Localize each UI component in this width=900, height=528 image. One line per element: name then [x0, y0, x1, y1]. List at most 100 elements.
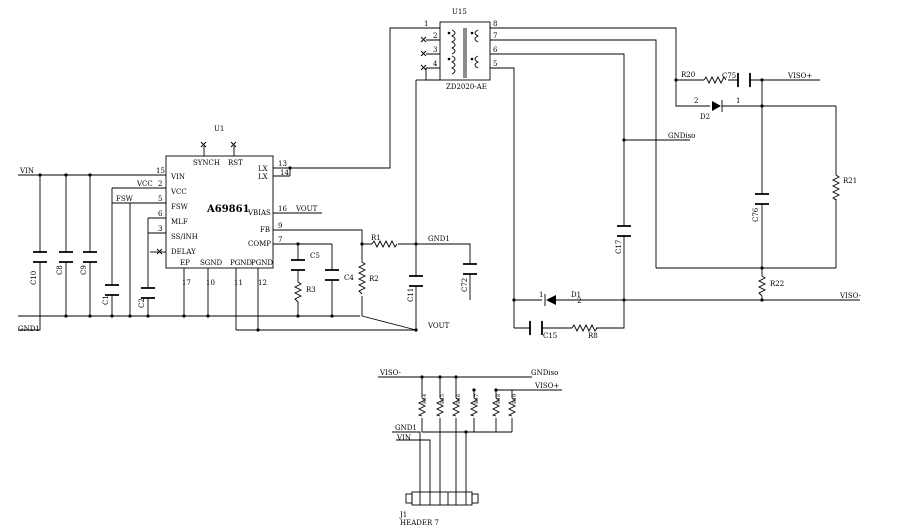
capacitor-c10: C10 [30, 251, 47, 285]
resistor-r19: R19 [507, 394, 518, 417]
svg-text:2: 2 [694, 97, 698, 105]
resistor-r20: R20 [681, 71, 727, 85]
u1-pin-sgnd: SGND [200, 259, 223, 267]
resistors: R3 R2 R1 R8 R20 R21 R22 R14 [293, 71, 857, 417]
u15-pin-7: 7 [493, 32, 497, 40]
svg-text:R18: R18 [496, 394, 502, 404]
ic-u1: U1 A69861 SYNCH RST VIN VCC FSW MLF SS/I… [156, 125, 289, 287]
u1-pin-num-2: 2 [158, 180, 162, 188]
svg-text:C4: C4 [344, 274, 354, 282]
u1-pin-comp: COMP [248, 240, 271, 248]
j1-ref: J1 [399, 511, 407, 519]
u1-synch-label: SYNCH [193, 159, 220, 167]
net-viso-minus: VISO- [839, 292, 862, 300]
net-gnd1-bottom: GND1 [395, 424, 417, 432]
resistor-r17: R17 [469, 394, 480, 417]
svg-text:C75: C75 [722, 72, 736, 80]
u1-pin-pgnd-b: PGND [251, 259, 273, 267]
u1-pin-num-7: 7 [278, 236, 282, 244]
u1-pin-num-15: 15 [156, 167, 165, 175]
u15-pin-5: 5 [493, 60, 497, 68]
resistor-r2: R2 [357, 261, 379, 295]
capacitor-c4: C4 [325, 269, 354, 282]
u15-pin-2: 2 [433, 32, 437, 40]
svg-text:R1: R1 [371, 234, 381, 242]
svg-text:C11: C11 [407, 288, 415, 302]
u15-pin-4: 4 [433, 60, 438, 68]
u1-pin-vbias: VBIAS [247, 209, 271, 217]
capacitor-c72: C72 [461, 263, 477, 292]
net-vin: VIN [19, 167, 34, 175]
u1-pin-fsw: FSW [171, 203, 189, 211]
header-j1: J1 HEADER 7 [399, 491, 479, 527]
resistor-r21: R21 [831, 174, 857, 201]
u1-pin-num-13: 13 [278, 160, 287, 168]
resistor-r1: R1 [371, 234, 398, 249]
u1-pin-ep: EP [180, 259, 190, 267]
capacitor-c17: C17 [615, 225, 631, 254]
svg-text:R2: R2 [369, 275, 379, 283]
u15-pin-6: 6 [493, 46, 498, 54]
capacitor-c15: C15 [529, 321, 557, 340]
u1-pin-num-9: 9 [278, 222, 282, 230]
net-fsw: FSW [116, 195, 134, 203]
svg-text:1: 1 [736, 97, 740, 105]
u1-pin-vin: VIN [170, 173, 185, 181]
capacitor-c1: C1 [102, 284, 119, 305]
capacitors: C10 C8 C9 C1 C2 C5 C4 C11 [30, 72, 769, 340]
u1-pin-num-3: 3 [158, 225, 162, 233]
svg-text:R17: R17 [474, 394, 480, 404]
diodes: D1 1 2 D2 2 1 [539, 97, 740, 306]
svg-text:C15: C15 [543, 332, 557, 340]
net-vout: VOUT [427, 322, 450, 330]
svg-text:R16: R16 [456, 394, 462, 404]
net-gndiso: GNDiso [668, 132, 695, 140]
net-vin-bottom: VIN [396, 434, 411, 442]
u1-pin-ss: SS/INH [171, 233, 198, 241]
resistor-r15: R15 [435, 394, 446, 417]
u15-pin-3: 3 [433, 46, 437, 54]
net-vout-vbias: VOUT [295, 205, 318, 213]
svg-text:R20: R20 [681, 71, 695, 79]
u1-ref: U1 [214, 125, 224, 133]
capacitor-c76: C76 [752, 193, 769, 222]
net-viso-plus-bottom: VISO+ [534, 382, 559, 390]
svg-text:C72: C72 [461, 278, 469, 292]
u1-pin-num-6: 6 [158, 210, 163, 218]
net-viso-minus-bottom: VISO- [379, 369, 402, 377]
svg-text:R22: R22 [770, 280, 784, 288]
resistor-r16: R16 [451, 394, 462, 417]
diode-d2: D2 2 1 [694, 97, 740, 121]
svg-text:R19: R19 [512, 394, 518, 404]
capacitor-c11: C11 [407, 275, 423, 302]
u1-pin-num-17: 17 [182, 279, 191, 287]
u1-rst-label: RST [228, 159, 243, 167]
svg-text:R15: R15 [440, 394, 446, 404]
u15-pin-8: 8 [493, 20, 497, 28]
u1-pin-vcc: VCC [170, 188, 187, 196]
transformer-u15: U15 ZD2020-AE 1 2 3 4 8 7 6 5 [420, 8, 498, 91]
svg-text:C10: C10 [30, 271, 38, 285]
svg-text:C8: C8 [56, 265, 64, 275]
net-viso-plus: VISO+ [787, 72, 812, 80]
svg-text:R14: R14 [422, 394, 428, 404]
resistor-r22: R22 [757, 275, 784, 297]
svg-text:C76: C76 [752, 207, 760, 222]
u1-pin-pgnd-a: PGND [230, 259, 252, 267]
capacitor-c75: C75 [722, 72, 751, 87]
u1-pin-num-16: 16 [278, 205, 287, 213]
svg-text:2: 2 [577, 297, 581, 305]
net-gndiso-bottom: GNDiso [531, 369, 558, 377]
u15-ref: U15 [452, 8, 467, 16]
u1-pin-num-12: 12 [258, 279, 267, 287]
capacitor-c8: C8 [56, 251, 73, 275]
diode-d1: D1 1 2 [539, 291, 581, 306]
resistor-r18: R18 [491, 394, 502, 417]
u15-part: ZD2020-AE [446, 83, 487, 91]
junction-dots [38, 78, 764, 434]
resistor-r8: R8 [571, 323, 598, 340]
svg-text:1: 1 [539, 291, 543, 299]
net-vcc: VCC [136, 180, 153, 188]
svg-text:C9: C9 [80, 265, 88, 275]
